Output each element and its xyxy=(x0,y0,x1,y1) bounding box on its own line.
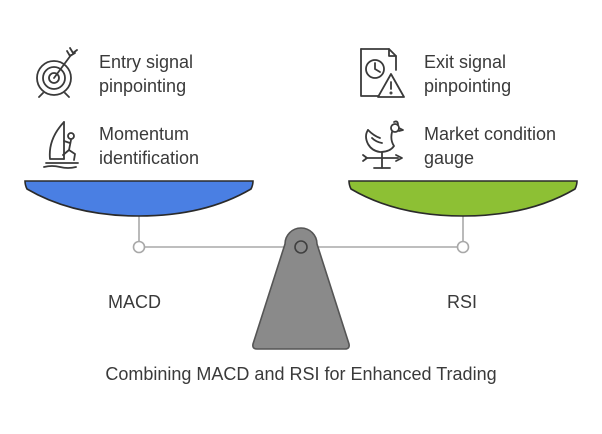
diagram-caption: Combining MACD and RSI for Enhanced Trad… xyxy=(105,364,497,384)
weathervane-rooster-icon xyxy=(362,120,404,169)
left-joint xyxy=(132,240,146,254)
label-macd: MACD xyxy=(108,292,161,312)
feature-market-condition: Market condition gauge xyxy=(424,124,557,168)
feature-exit-signal: Exit signal pinpointing xyxy=(424,52,512,96)
scale-stand xyxy=(252,227,350,350)
feature-entry-signal: Entry signal pinpointing xyxy=(99,52,194,96)
target-arrow-icon xyxy=(36,47,78,98)
windsurfer-icon xyxy=(43,121,79,169)
document-clock-warning-icon xyxy=(360,48,405,98)
right-joint xyxy=(456,240,470,254)
feature-momentum: Momentum identification xyxy=(99,124,200,168)
left-pan-macd xyxy=(24,180,254,217)
right-pan-rsi xyxy=(348,180,578,217)
pivot-pin xyxy=(294,240,308,254)
label-rsi: RSI xyxy=(447,292,478,312)
